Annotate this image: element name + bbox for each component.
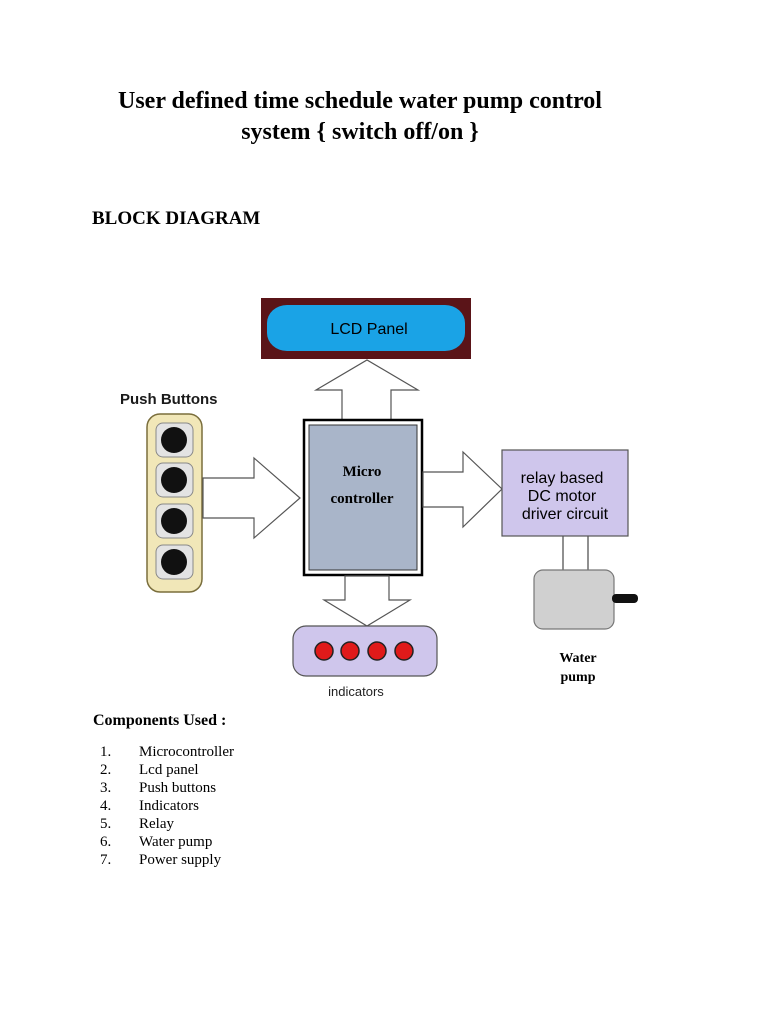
components-list: 1. Microcontroller 2. Lcd panel 3. Push but… (100, 743, 234, 869)
push-button (161, 508, 187, 534)
list-item: 4. Indicators (100, 797, 234, 815)
indicators-label: indicators (328, 684, 384, 699)
push-button (161, 467, 187, 493)
list-item: 3. Push buttons (100, 779, 234, 797)
document-title: User defined time schedule water pump co… (60, 86, 660, 148)
arrow-micro-to-indicators (321, 575, 413, 627)
list-item-text: Power supply (139, 852, 222, 868)
list-item-number: 5. (100, 816, 112, 832)
indicator-led (367, 641, 387, 661)
arrow-to-lcd (313, 359, 421, 421)
list-item: 5. Relay (100, 815, 234, 833)
list-item-text: Microcontroller (139, 744, 234, 760)
list-item: 2. Lcd panel (100, 761, 234, 779)
block-diagram-heading: BLOCK DIAGRAM (92, 208, 261, 229)
components-heading: Components Used : (93, 712, 227, 729)
list-item-number: 4. (100, 798, 112, 814)
push-button (161, 427, 187, 453)
list-item-number: 7. (100, 852, 112, 868)
list-item-number: 2. (100, 762, 112, 778)
list-item-text: Relay (139, 816, 174, 832)
lcd-panel (267, 305, 465, 351)
list-item-text: Push buttons (139, 780, 217, 796)
water-pump-label-2: pump (560, 670, 595, 685)
relay-label-1: relay based (521, 470, 604, 487)
water-pump-label-1: Water (559, 651, 596, 666)
push-buttons-label: Push Buttons (120, 391, 218, 408)
title-line-1: User defined time schedule water pump co… (118, 88, 602, 114)
microcontroller-label-1: Micro (343, 464, 382, 480)
list-item: 6. Water pump (100, 833, 234, 851)
relay-driver-block (501, 449, 629, 537)
microcontroller-block (308, 424, 418, 571)
list-item-text: Lcd panel (139, 762, 199, 778)
indicator-led (340, 641, 360, 661)
arrow-buttons-to-micro (202, 456, 301, 540)
microcontroller-label-2: controller (330, 491, 393, 507)
list-item-number: 3. (100, 780, 112, 796)
indicator-leds (314, 641, 414, 661)
list-item-number: 1. (100, 744, 112, 760)
push-button (161, 549, 187, 575)
list-item: 7. Power supply (100, 851, 234, 869)
indicator-panel (292, 625, 438, 677)
list-item-text: Water pump (139, 834, 213, 850)
list-item-number: 6. (100, 834, 112, 850)
list-item: 1. Microcontroller (100, 743, 234, 761)
title-line-2: system { switch off/on } (241, 119, 479, 145)
indicator-led (394, 641, 414, 661)
push-button-group (155, 422, 194, 580)
relay-label-2: DC motor (528, 488, 597, 505)
relay-label-3: driver circuit (522, 506, 609, 523)
lcd-label: LCD Panel (330, 321, 407, 338)
water-pump-shaft (612, 594, 638, 603)
water-pump-body (533, 569, 615, 630)
indicator-led (314, 641, 334, 661)
arrow-micro-to-relay (422, 450, 503, 529)
list-item-text: Indicators (139, 798, 199, 814)
